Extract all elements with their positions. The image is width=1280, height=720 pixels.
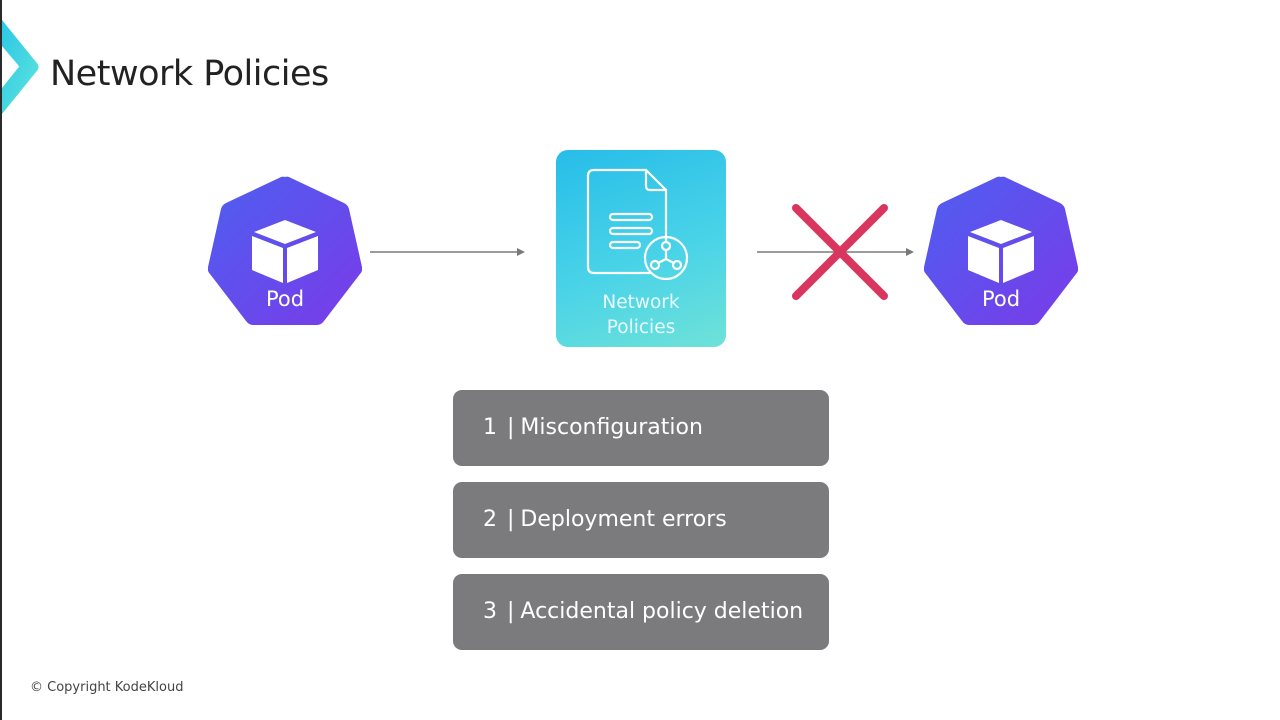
reason-number: 3 — [483, 599, 497, 624]
reason-item: 2 |Deployment errors — [453, 482, 829, 558]
reason-separator: | — [507, 599, 515, 624]
target-pod: Pod — [924, 175, 1078, 329]
source-pod-label: Pod — [265, 287, 305, 311]
network-policies-card: Network Policies — [556, 150, 726, 347]
slide-left-border — [0, 0, 2, 720]
reason-text: Misconfiguration — [520, 415, 703, 440]
heptagon-shape — [924, 176, 1078, 325]
copyright-notice: © Copyright KodeKloud — [30, 680, 184, 695]
target-pod-label: Pod — [981, 287, 1021, 311]
heptagon-shape — [208, 176, 362, 325]
reason-number: 1 — [483, 415, 497, 440]
reason-text: Deployment errors — [520, 507, 727, 532]
source-pod: Pod — [208, 175, 362, 329]
brand-chevron-icon — [2, 20, 39, 114]
network-policies-label-line2: Policies — [606, 317, 676, 338]
reason-item: 3 |Accidental policy deletion — [453, 574, 829, 650]
cross-icon — [792, 204, 888, 300]
arrow-to-policy — [370, 248, 525, 256]
arrow-to-target-pod — [757, 248, 914, 256]
reason-separator: | — [507, 507, 515, 532]
cube-icon — [968, 220, 1034, 283]
reason-number: 2 — [483, 507, 497, 532]
slide-title: Network Policies — [50, 54, 329, 94]
policy-document-network-icon — [586, 168, 689, 280]
reason-item: 1 |Misconfiguration — [453, 390, 829, 466]
network-policies-label-line1: Network — [602, 292, 680, 313]
network-policies-label: Network Policies — [556, 290, 726, 340]
reason-text: Accidental policy deletion — [520, 599, 804, 624]
reason-separator: | — [507, 415, 515, 440]
cube-icon — [252, 220, 318, 283]
